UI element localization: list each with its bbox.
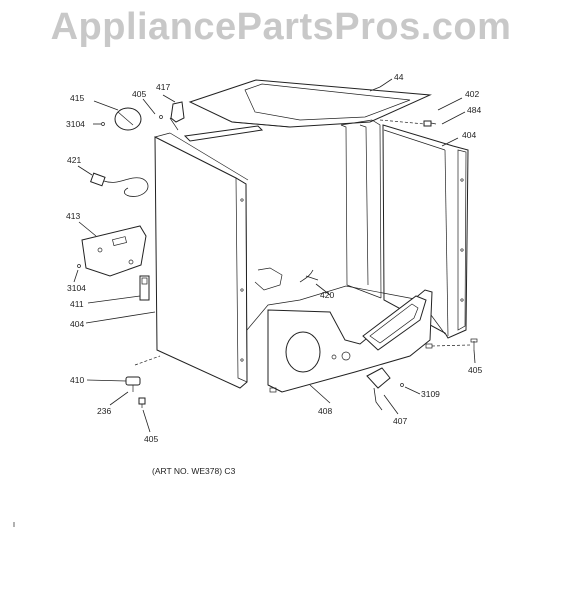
- label-420: 420: [320, 290, 334, 300]
- leader-lines: [73, 78, 476, 433]
- leveling-leg-part-410: [125, 376, 146, 408]
- alignment-lines: [134, 119, 471, 366]
- art-number-caption: (ART NO. WE378) C3: [152, 466, 236, 476]
- switch-part-411: [139, 275, 150, 301]
- power-cord-part-421: [90, 172, 149, 197]
- watermark: AppliancePartsPros.com: [50, 6, 512, 48]
- label-3104-top: 3104: [66, 119, 85, 129]
- rear-cabinet-part: [340, 119, 382, 299]
- label-417: 417: [156, 82, 170, 92]
- label-413: 413: [66, 211, 80, 221]
- right-side-panel-part: [382, 124, 469, 339]
- label-3109: 3109: [421, 389, 440, 399]
- top-rail-part: [183, 125, 264, 142]
- wire-part-420: [299, 269, 319, 283]
- label-405-right: 405: [468, 365, 482, 375]
- front-bulkhead-part: [267, 289, 433, 393]
- label-421: 421: [67, 155, 81, 165]
- clip-part-402: [423, 120, 437, 127]
- label-402: 402: [465, 89, 479, 99]
- label-407: 407: [393, 416, 407, 426]
- part-labels: 44 402 484 404 415 3104 405 417 421 413 …: [66, 72, 482, 444]
- label-411: 411: [70, 299, 84, 309]
- thermostat-part-407: [366, 367, 404, 411]
- label-404-left: 404: [70, 319, 84, 329]
- label-410: 410: [70, 375, 84, 385]
- label-405-top: 405: [132, 89, 146, 99]
- cover-part-415: [101, 107, 142, 131]
- label-408: 408: [318, 406, 332, 416]
- label-415: 415: [70, 93, 84, 103]
- top-panel-part: [188, 79, 432, 128]
- label-405-bottom: 405: [144, 434, 158, 444]
- left-side-panel-part: [154, 132, 249, 389]
- bracket-part-417: [159, 101, 185, 131]
- mounting-plate-part-413: [77, 225, 147, 277]
- screw-part-405: [470, 338, 478, 350]
- label-44: 44: [394, 72, 404, 82]
- label-404-right: 404: [462, 130, 476, 140]
- label-3104-mid: 3104: [67, 283, 86, 293]
- label-236: 236: [97, 406, 111, 416]
- label-484: 484: [467, 105, 481, 115]
